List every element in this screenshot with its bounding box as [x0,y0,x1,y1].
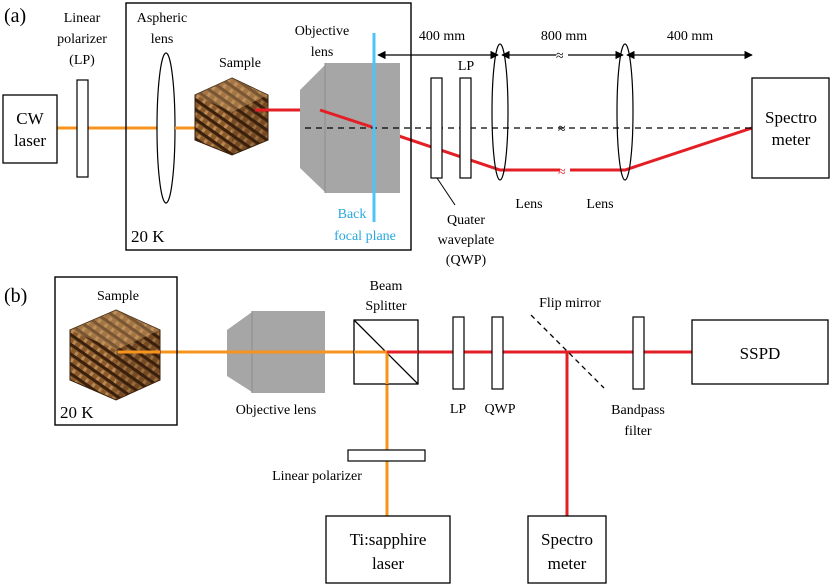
sample-label-a: Sample [219,56,261,71]
sspd-box [691,319,829,385]
panel-a: (a) ≈ ≈ CW laser Linear polarizer (LP) 2… [2,2,830,268]
beam-splitter-label-1: Beam [370,279,403,294]
lens-a-right [616,43,634,181]
aspheric-lens-label-2: lens [151,32,174,47]
break-mark-axis: ≈ [558,122,566,137]
linear-polarizer-b-excitation [347,449,426,462]
bandpass-filter-label-1: Bandpass [611,403,665,418]
linear-polarizer-label-1: Linear [64,11,101,26]
spectrometer-box-b [527,515,607,584]
aspheric-lens [156,52,176,204]
beam-splitter-label-2: Splitter [365,299,407,314]
lens-label-a-right: Lens [586,197,613,212]
lens-a-left [491,43,509,181]
aspheric-lens-label-1: Aspheric [137,11,188,26]
spectrometer-label-b-2: meter [548,554,587,573]
cryostat-box-a [125,2,412,251]
objective-lens-label-a-2: lens [311,45,334,60]
back-focal-plane-label-1: Back [338,207,367,222]
quarter-waveplate-a [430,77,443,179]
sample-cube-a [194,77,269,156]
cryostat-box-b [54,276,178,426]
back-focal-plane-label-2: focal plane [334,229,396,244]
linear-polarizer-label-b: Linear polarizer [272,469,362,484]
qwp-label-a-1: Quater [447,213,485,228]
spectrometer-label-a-2: meter [772,130,811,149]
break-mark-distance: ≈ [556,49,564,64]
lens-label-a-left: Lens [515,197,542,212]
emission-beam-a-2 [570,126,753,172]
qwp-label-b: QWP [484,402,515,417]
objective-lens-label-b: Objective lens [236,403,316,418]
linear-polarizer-label-3: (LP) [69,53,95,68]
cw-laser-box [2,94,58,164]
bandpass-filter [632,316,645,390]
qwp-label-a-2: waveplate [438,233,495,248]
qwp-pointer [436,177,456,206]
sample-label-b: Sample [97,289,139,304]
linear-polarizer-a-2 [459,77,472,179]
panel-b-tag: (b) [4,285,27,307]
ti-sapphire-label-2: laser [372,554,404,573]
distance-label-2: 800 mm [541,29,587,44]
spectrometer-label-b-1: Spectro [541,530,593,549]
bandpass-filter-label-2: filter [624,424,652,439]
cw-laser-label-1: CW [16,109,44,128]
ti-sapphire-laser-box [325,515,451,584]
temperature-label-b: 20 K [60,403,94,422]
spectrometer-box-a [751,77,830,179]
panel-b: (b) 20 K Sample Objective lens B [4,276,829,584]
objective-lens-label-a-1: Objective [295,24,349,39]
sample-cube-b [69,309,161,401]
lp-label-a: LP [458,59,475,74]
linear-polarizer-label-2: polarizer [57,32,107,47]
flip-mirror-label: Flip mirror [539,296,601,311]
panel-a-tag: (a) [4,5,26,27]
linear-polarizer-a [76,79,89,178]
quarter-waveplate-b [491,316,504,390]
sspd-label: SSPD [740,344,781,363]
spectrometer-label-a-1: Spectro [765,108,817,127]
cw-laser-label-2: laser [14,131,46,150]
objective-lens-a [300,63,400,193]
distance-label-3: 400 mm [667,29,713,44]
distance-label-1: 400 mm [419,29,465,44]
break-mark-beam: ≈ [558,165,566,180]
lp-label-b: LP [450,402,467,417]
qwp-label-a-3: (QWP) [446,253,487,268]
ti-sapphire-label-1: Ti:sapphire [350,530,427,549]
linear-polarizer-b [452,316,465,390]
temperature-label-a: 20 K [131,227,165,246]
